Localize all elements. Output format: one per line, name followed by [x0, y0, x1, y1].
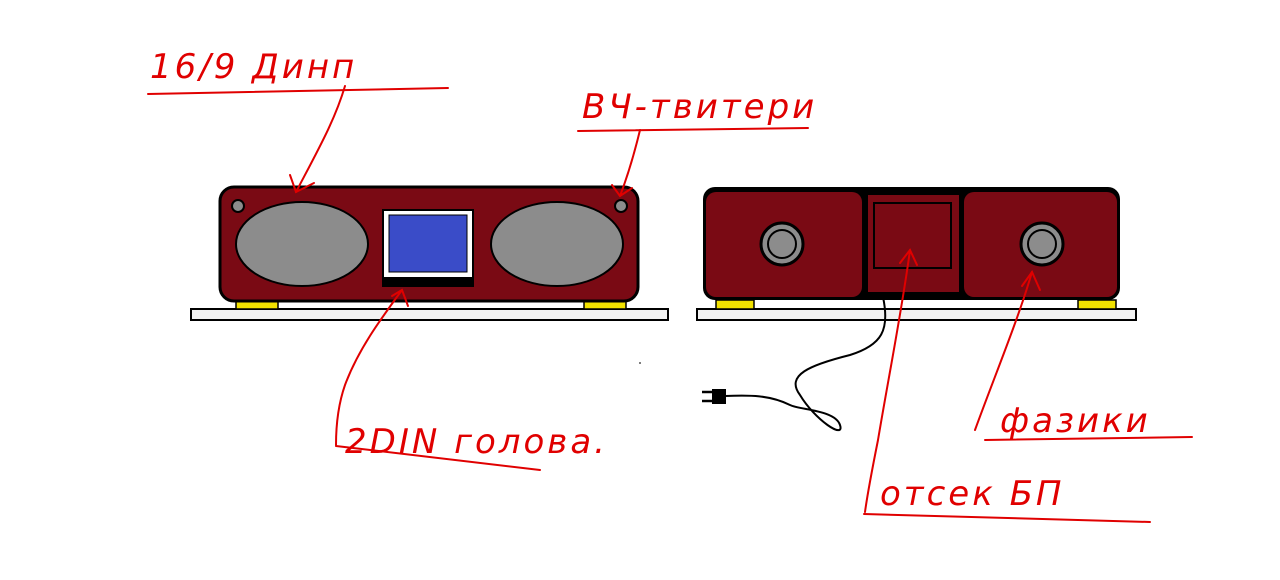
woofers-arrowhead: [289, 174, 315, 194]
label-ports: фазики: [1000, 401, 1151, 441]
ports-arrowhead: [1021, 269, 1041, 291]
power-cable: [724, 296, 887, 432]
rear-foot-left: [715, 299, 755, 310]
port-right-inner: [1027, 229, 1057, 259]
rear-foot-right: [1077, 299, 1117, 310]
label-head-unit: 2DIN голова.: [345, 422, 608, 462]
port-left-inner: [767, 229, 797, 259]
psu-bay-underline: [863, 513, 1151, 523]
annotations: [147, 85, 1193, 523]
label-tweeters: ВЧ-твитери: [582, 87, 817, 127]
head-unit-arrow: [335, 289, 403, 446]
rear-stand: [696, 308, 1137, 321]
tweeter-left: [231, 199, 245, 213]
stray-dot: [639, 362, 641, 364]
head-unit-underline: [335, 445, 541, 471]
rear-view: [696, 187, 1137, 432]
woofers-arrow: [295, 85, 346, 193]
tweeters-underline: [577, 127, 809, 132]
woofer-left: [235, 201, 369, 287]
psu-bay-arrow: [864, 249, 911, 513]
tweeters-arrowhead: [611, 184, 633, 198]
label-psu-bay: отсек БП: [880, 474, 1064, 514]
psu-bay-arrowhead: [899, 248, 918, 266]
woofer-right: [490, 201, 624, 287]
label-woofers: 16/9 Динп: [150, 47, 357, 87]
ports-arrow: [974, 271, 1033, 431]
head-unit-arrowhead: [391, 288, 409, 307]
woofers-underline: [147, 87, 449, 95]
tweeters-arrow: [619, 129, 641, 197]
front-view: [190, 185, 669, 321]
ports-underline: [984, 436, 1193, 441]
tweeter-right: [614, 199, 628, 213]
head-unit-screen: [388, 214, 468, 273]
power-plug-icon: [702, 389, 726, 404]
front-stand: [190, 308, 669, 321]
psu-bay-inner: [873, 202, 952, 269]
